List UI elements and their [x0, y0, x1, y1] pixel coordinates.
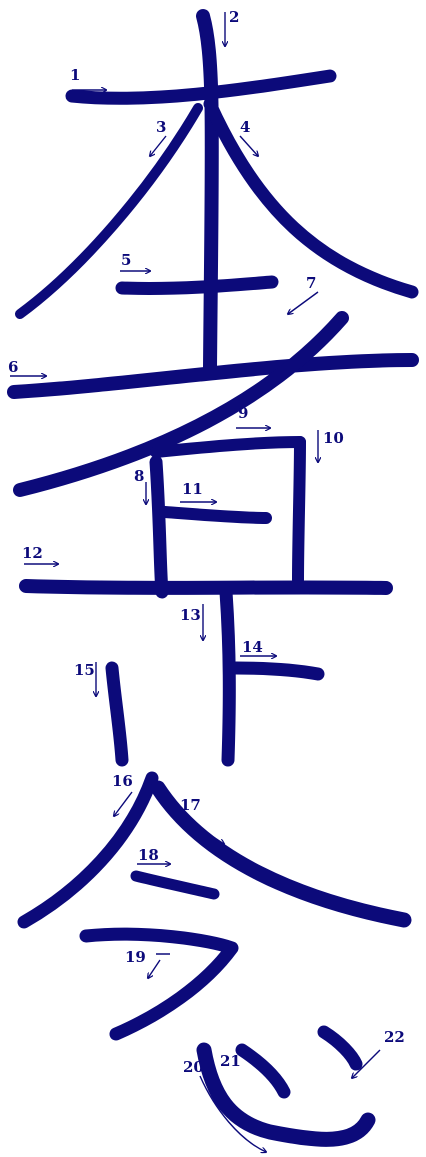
stroke-number-5: 5	[121, 251, 131, 269]
brush-stroke-9	[156, 442, 300, 452]
brush-stroke-7	[20, 318, 342, 490]
direction-arrow-19	[148, 954, 170, 978]
brush-stroke-10	[298, 442, 300, 580]
stroke-number-3: 3	[156, 118, 166, 136]
brush-stroke-22	[324, 1032, 356, 1064]
brush-stroke-19	[86, 934, 232, 1034]
stroke-number-18: 18	[138, 846, 159, 864]
brush-stroke-18	[136, 876, 214, 894]
brush-stroke-11	[165, 512, 266, 518]
brush-stroke-16	[24, 778, 152, 922]
brush-stroke-8	[156, 462, 162, 592]
direction-arrow-7	[288, 292, 318, 314]
stroke-number-22: 22	[384, 1028, 405, 1046]
stroke-number-15: 15	[74, 661, 95, 679]
stroke-number-14: 14	[242, 638, 263, 656]
brush-stroke-13	[226, 592, 229, 760]
brush-stroke-21	[242, 1050, 284, 1092]
stroke-number-6: 6	[8, 358, 18, 376]
brush-stroke-15	[112, 668, 122, 760]
stroke-number-1: 1	[70, 66, 80, 84]
stroke-number-10: 10	[323, 429, 344, 447]
stroke-number-4: 4	[240, 118, 250, 136]
stroke-number-17: 17	[180, 796, 201, 814]
brush-stroke-1	[72, 76, 330, 98]
stroke-number-21: 21	[220, 1052, 241, 1070]
stroke-number-12: 12	[22, 544, 43, 562]
stroke-number-7: 7	[306, 274, 316, 292]
brush-stroke-14	[236, 668, 318, 674]
stroke-number-2: 2	[229, 8, 239, 26]
brush-stroke-2	[203, 16, 212, 368]
brush-stroke-12	[26, 586, 386, 588]
stroke-number-19: 19	[125, 948, 146, 966]
calligraphy-strokes	[14, 16, 412, 1139]
stroke-number-20: 20	[183, 1058, 204, 1076]
stroke-number-13: 13	[180, 606, 201, 624]
stroke-number-16: 16	[112, 772, 133, 790]
stroke-number-8: 8	[134, 467, 144, 485]
brush-stroke-5	[122, 282, 272, 288]
stroke-number-9: 9	[238, 404, 248, 422]
stroke-number-11: 11	[182, 480, 203, 498]
